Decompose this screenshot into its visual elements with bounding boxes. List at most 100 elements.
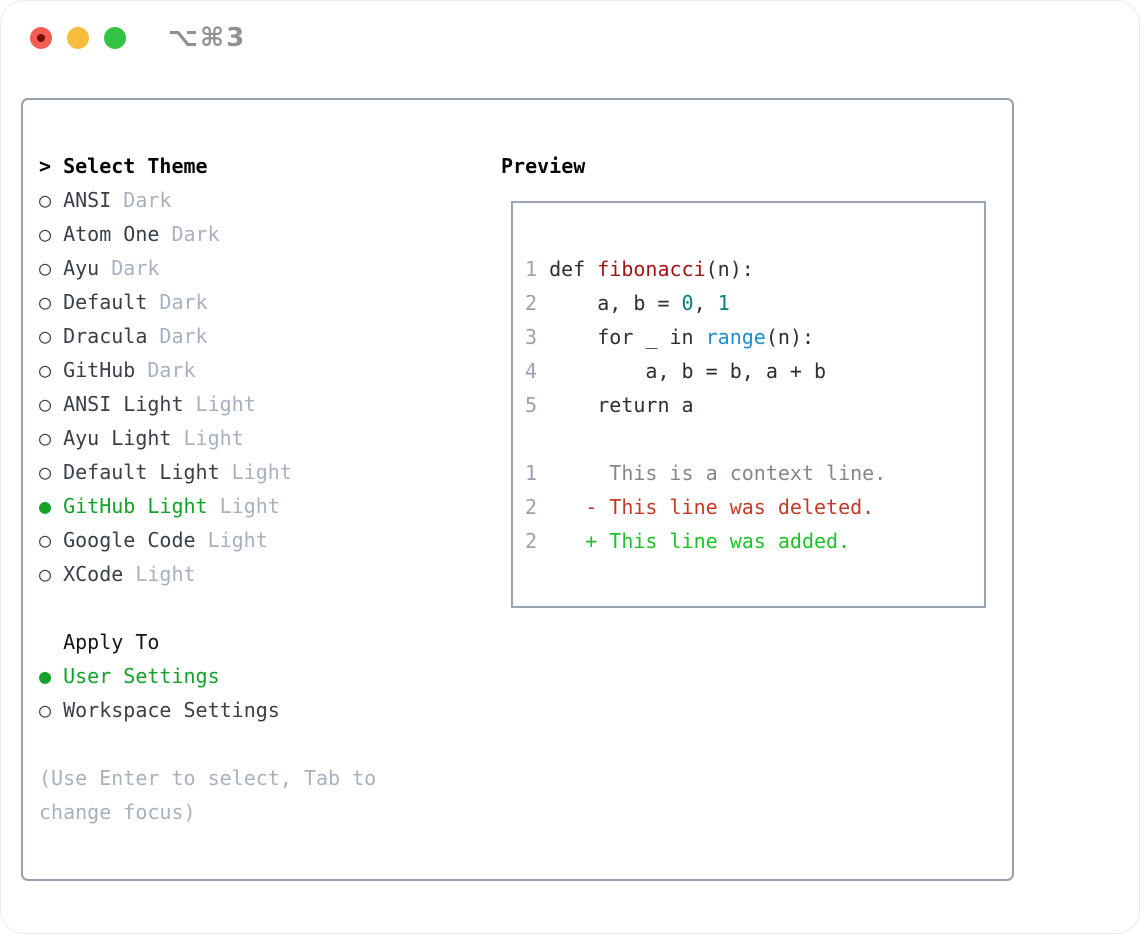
- preview-header: Preview: [501, 154, 586, 178]
- option-label: GitHub: [63, 358, 136, 382]
- variant-tag: Light: [135, 562, 196, 586]
- spacer: [39, 727, 376, 761]
- select-theme-title: Select Theme: [63, 154, 208, 178]
- apply-to-title: Apply To: [63, 630, 160, 654]
- close-button[interactable]: [30, 27, 52, 49]
- token-code: ,: [693, 291, 718, 315]
- code-line: 2 + This line was added.: [525, 524, 886, 558]
- theme-option[interactable]: ○ GitHub Dark: [39, 353, 376, 387]
- variant-tag: Dark: [171, 222, 220, 246]
- token-code: a, b = b, a + b: [549, 359, 827, 383]
- variant-tag: Dark: [159, 290, 208, 314]
- option-label: Ayu Light: [63, 426, 172, 450]
- apply-to-list: ● User Settings ○ Workspace Settings: [39, 659, 376, 727]
- close-indicator-dot: [37, 34, 45, 42]
- radio-unselected-icon: ○: [39, 188, 52, 212]
- variant-tag: Light: [207, 528, 268, 552]
- option-label: Default Light: [63, 460, 220, 484]
- option-label: Dracula: [63, 324, 148, 348]
- theme-option[interactable]: ○ Default Light Light: [39, 455, 376, 489]
- variant-tag: Dark: [111, 256, 160, 280]
- theme-option[interactable]: ○ Google Code Light: [39, 523, 376, 557]
- theme-option[interactable]: ○ Dracula Dark: [39, 319, 376, 353]
- variant-tag: Light: [183, 426, 244, 450]
- theme-option[interactable]: ○ XCode Light: [39, 557, 376, 591]
- token-code: a, b =: [549, 291, 682, 315]
- apply-to-option[interactable]: ○ Workspace Settings: [39, 693, 376, 727]
- radio-unselected-icon: ○: [39, 222, 52, 246]
- hint-line-2: change focus): [39, 800, 196, 824]
- token-code: return a: [549, 393, 694, 417]
- radio-unselected-icon: ○: [39, 698, 52, 722]
- spacer: [39, 591, 376, 625]
- variant-tag: Dark: [159, 324, 208, 348]
- radio-unselected-icon: ○: [39, 290, 52, 314]
- titlebar: ⌥⌘3: [1, 1, 1139, 76]
- hint-text: (Use Enter to select, Tab to change focu…: [39, 761, 376, 829]
- option-label: Atom One: [63, 222, 160, 246]
- token-builtin: range: [705, 325, 766, 349]
- radio-unselected-icon: ○: [39, 324, 52, 348]
- option-label: Workspace Settings: [63, 698, 280, 722]
- token-num: 4: [525, 359, 550, 383]
- variant-tag: Light: [231, 460, 292, 484]
- token-num: 2: [525, 495, 550, 519]
- option-label: GitHub Light: [63, 494, 208, 518]
- token-num: 2: [525, 291, 550, 315]
- variant-tag: Light: [219, 494, 280, 518]
- apply-to-option[interactable]: ● User Settings: [39, 659, 376, 693]
- token-num: 3: [525, 325, 550, 349]
- token-fn: fibonacci: [597, 257, 706, 281]
- token-code: (n):: [705, 257, 754, 281]
- variant-tag: Dark: [123, 188, 172, 212]
- theme-option[interactable]: ○ Ayu Dark: [39, 251, 376, 285]
- radio-unselected-icon: ○: [39, 562, 52, 586]
- theme-option[interactable]: ○ Atom One Dark: [39, 217, 376, 251]
- token-add: + This line was added.: [549, 529, 851, 553]
- theme-option[interactable]: ● GitHub Light Light: [39, 489, 376, 523]
- option-label: Google Code: [63, 528, 196, 552]
- code-line: 1 def fibonacci(n):: [525, 252, 886, 286]
- zoom-button[interactable]: [104, 27, 126, 49]
- token-num: 1: [525, 461, 550, 485]
- theme-option[interactable]: ○ Ayu Light Light: [39, 421, 376, 455]
- select-theme-header: > Select Theme: [39, 149, 376, 183]
- variant-tag: Light: [195, 392, 256, 416]
- variant-tag: Dark: [147, 358, 196, 382]
- code-line: 5 return a: [525, 388, 886, 422]
- radio-unselected-icon: ○: [39, 528, 52, 552]
- token-code: for _ in: [549, 325, 706, 349]
- token-code: def: [549, 257, 598, 281]
- option-label: XCode: [63, 562, 124, 586]
- radio-unselected-icon: ○: [39, 426, 52, 450]
- option-label: Ayu: [63, 256, 100, 280]
- code-line: 4 a, b = b, a + b: [525, 354, 886, 388]
- option-label: User Settings: [63, 664, 220, 688]
- hint-line-1: (Use Enter to select, Tab to: [39, 766, 377, 790]
- radio-unselected-icon: ○: [39, 358, 52, 382]
- minimize-button[interactable]: [67, 27, 89, 49]
- token-num: 1: [525, 257, 550, 281]
- token-code: (n):: [765, 325, 815, 349]
- cursor-caret-icon: >: [39, 154, 52, 178]
- token-num: 5: [525, 393, 550, 417]
- apply-to-header: Apply To: [39, 625, 376, 659]
- theme-option[interactable]: ○ Default Dark: [39, 285, 376, 319]
- option-label: Default: [63, 290, 148, 314]
- token-del: - This line was deleted.: [549, 495, 875, 519]
- code-line: 1 This is a context line.: [525, 456, 886, 490]
- radio-selected-icon: ●: [39, 664, 52, 688]
- window-title-shortcut: ⌥⌘3: [168, 23, 247, 53]
- radio-selected-icon: ●: [39, 494, 52, 518]
- radio-unselected-icon: ○: [39, 460, 52, 484]
- code-line: 2 - This line was deleted.: [525, 490, 886, 524]
- radio-unselected-icon: ○: [39, 256, 52, 280]
- token-num: 2: [525, 529, 550, 553]
- option-label: ANSI Light: [63, 392, 184, 416]
